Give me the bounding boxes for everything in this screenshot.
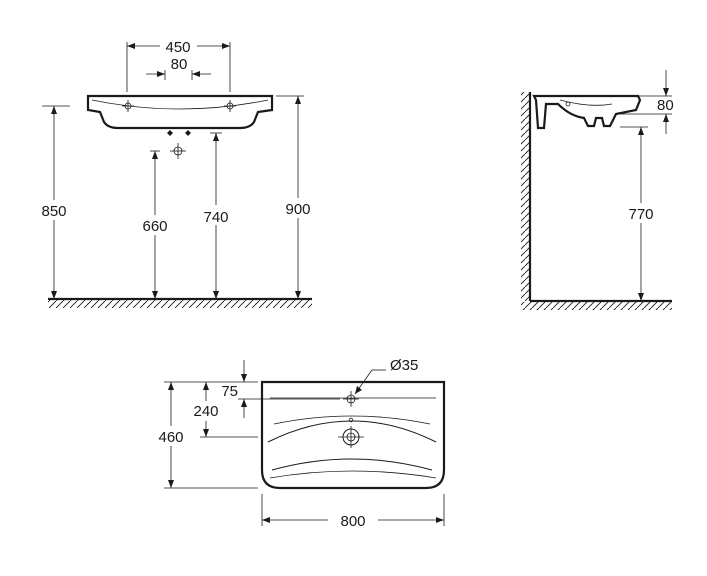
mount-mark-right — [185, 130, 191, 136]
side-tap-hole — [565, 101, 571, 107]
dim-900: 900 — [285, 201, 310, 218]
dim-460: 460 — [158, 429, 183, 446]
front-view: 450 80 850 660 740 9 — [36, 39, 316, 308]
side-basin-inner — [559, 99, 613, 106]
front-waste-crosshair — [170, 143, 186, 159]
dim-75: 75 — [221, 383, 238, 400]
dim-800: 800 — [340, 513, 365, 530]
dim-770: 770 — [628, 206, 653, 223]
dim-660: 660 — [142, 218, 167, 235]
dim-450: 450 — [165, 39, 190, 56]
dim-80-side: 80 — [657, 97, 674, 114]
dim-740: 740 — [203, 209, 228, 226]
plan-bowl-curve-lower — [269, 470, 437, 479]
plan-tap-hole — [343, 391, 359, 407]
plan-overflow — [348, 417, 354, 423]
plan-waste — [338, 426, 364, 448]
side-wall-hatch — [521, 92, 530, 301]
dim-diameter-35: Ø35 — [390, 357, 418, 374]
mount-mark-left — [167, 130, 173, 136]
dim-240: 240 — [193, 403, 218, 420]
front-tap-holes — [122, 100, 236, 112]
front-basin-inner-curve — [91, 99, 269, 110]
side-floor-hatch — [521, 302, 672, 310]
dim-850: 850 — [41, 203, 66, 220]
front-basin-outline — [86, 94, 274, 130]
side-view: 80 770 — [521, 70, 674, 310]
plan-view: Ø35 75 240 460 800 — [153, 357, 446, 530]
plan-basin-outline — [260, 380, 446, 490]
plan-bowl-curve-top — [267, 420, 437, 443]
front-floor-hatch — [48, 300, 312, 308]
plan-bowl-curve-bottom — [271, 458, 433, 471]
plan-bowl-curve-upper — [273, 415, 431, 425]
dim-80-front: 80 — [171, 56, 188, 73]
side-basin-profile — [532, 94, 642, 130]
